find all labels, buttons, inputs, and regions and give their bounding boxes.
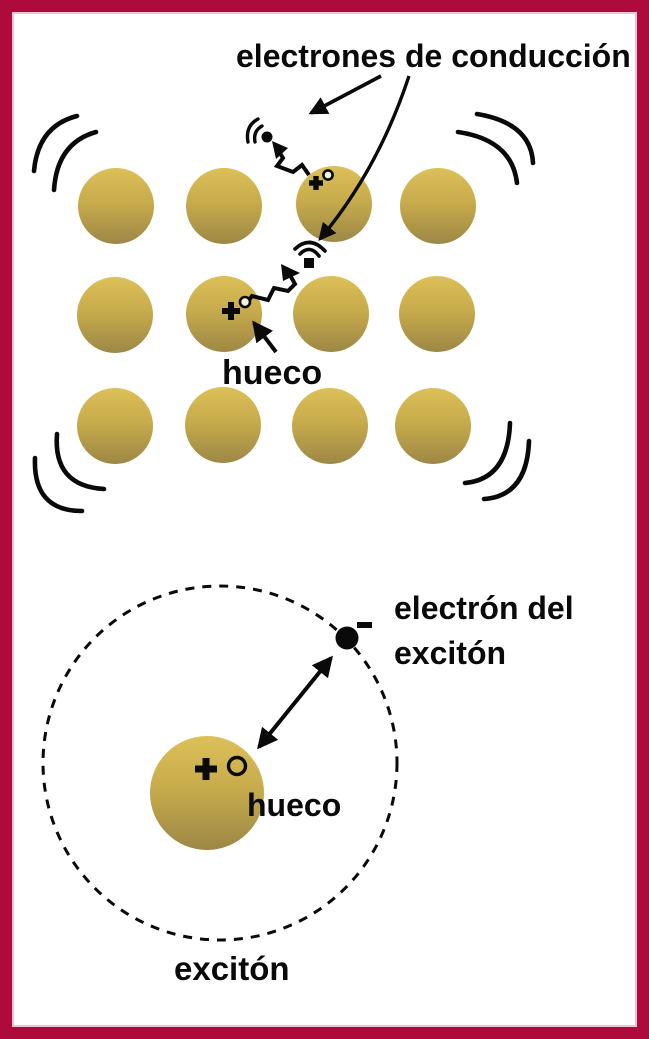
atom-sphere bbox=[78, 168, 154, 244]
atom-sphere bbox=[77, 277, 153, 353]
conduction-electron-2-icon bbox=[293, 240, 327, 268]
vibration-arc bbox=[54, 431, 107, 492]
vibration-arc bbox=[31, 113, 80, 174]
atom-lattice bbox=[77, 166, 476, 464]
title-arrow-left bbox=[308, 74, 382, 115]
atom-sphere bbox=[77, 388, 153, 464]
hole-1-icon bbox=[309, 169, 334, 190]
exciton-hole-icon bbox=[195, 755, 248, 780]
atom-sphere bbox=[293, 276, 369, 352]
exciton-electron-icon bbox=[335, 622, 372, 650]
exciton-label: excitón bbox=[174, 950, 290, 987]
conduction-electron-1-icon bbox=[245, 117, 273, 144]
hole-2-icon bbox=[222, 295, 252, 320]
atom-sphere bbox=[399, 276, 475, 352]
vibration-arc bbox=[481, 438, 532, 502]
exciton-orbit-dashed-circle bbox=[41, 584, 399, 942]
atom-sphere bbox=[186, 168, 262, 244]
exciton-hole-sphere bbox=[150, 736, 264, 850]
hueco-label-bottom: hueco bbox=[247, 787, 342, 823]
exciton-electron-label: electrón del excitón bbox=[394, 586, 574, 676]
vibration-arc bbox=[455, 129, 520, 186]
hueco-label-top: hueco bbox=[222, 354, 323, 392]
electron-wiggle-path-2 bbox=[245, 274, 298, 305]
atom-sphere bbox=[185, 387, 261, 463]
vibration-arc bbox=[51, 129, 99, 193]
atom-sphere bbox=[292, 388, 368, 464]
electron-wiggle-path-1 bbox=[273, 148, 311, 177]
exciton-electron-label-line1: electrón del bbox=[394, 590, 574, 626]
vibration-arcs bbox=[31, 111, 536, 514]
electron-path-arrowhead bbox=[281, 264, 300, 281]
vibration-arc bbox=[474, 111, 536, 166]
atom-sphere bbox=[395, 388, 471, 464]
vibration-arc bbox=[462, 420, 513, 486]
atom-sphere bbox=[296, 166, 372, 242]
title-arrow-right bbox=[318, 75, 411, 242]
hueco-arrow bbox=[252, 320, 278, 354]
vibration-arc bbox=[32, 455, 85, 514]
conduction-electrons-label: electrones de conducción bbox=[236, 38, 631, 74]
exciton-electron-label-line2: excitón bbox=[394, 635, 507, 671]
atom-sphere bbox=[400, 168, 476, 244]
minus-charge-icon bbox=[357, 622, 372, 628]
hole-electron-double-arrow bbox=[257, 655, 333, 750]
